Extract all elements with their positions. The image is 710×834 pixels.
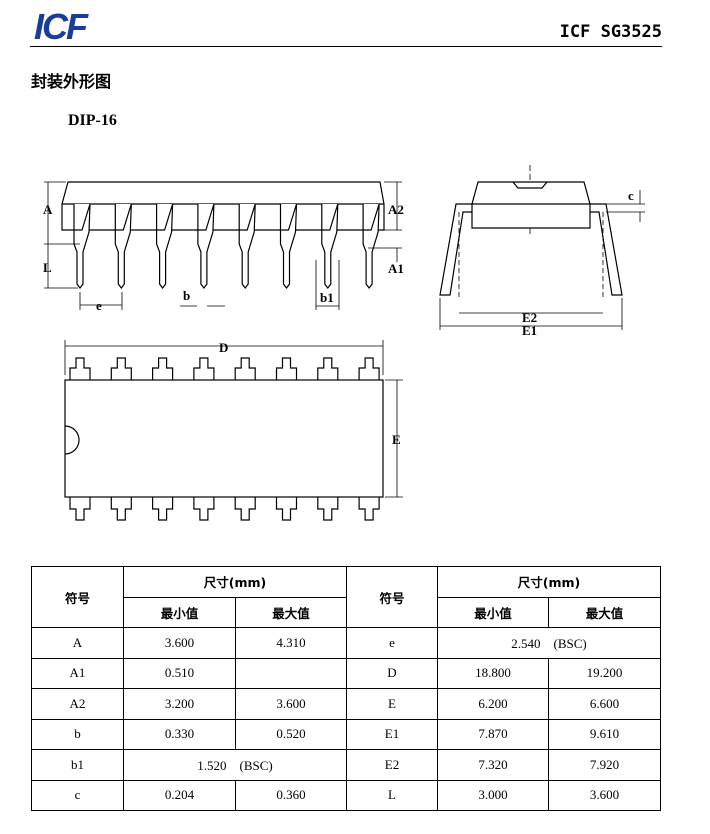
pin-top-bottom xyxy=(152,497,174,521)
header-divider xyxy=(30,46,662,47)
table-cell: 9.610 xyxy=(548,718,661,750)
table-cell: b xyxy=(31,718,124,750)
min-header: 最小值 xyxy=(123,596,236,628)
pin-top-bottom xyxy=(110,497,132,521)
company-logo: ICF xyxy=(34,6,88,47)
table-cell: L xyxy=(346,779,438,811)
min-header: 最小值 xyxy=(437,596,549,628)
max-header: 最大值 xyxy=(548,596,661,628)
label-A2: A2 xyxy=(388,202,404,217)
label-E1: E1 xyxy=(522,323,537,338)
table-cell: 7.920 xyxy=(548,749,661,781)
table-cell: 18.800 xyxy=(437,657,549,689)
table-cell: 7.870 xyxy=(437,718,549,750)
pin-top-top xyxy=(275,357,298,380)
table-cell: 0.330 xyxy=(123,718,236,750)
table-cell: A xyxy=(31,627,124,659)
size-header: 尺寸(mm) xyxy=(123,566,347,598)
table-cell: 4.310 xyxy=(235,627,347,659)
pin-top-bottom xyxy=(317,497,339,521)
label-A: A xyxy=(43,202,53,217)
size-header: 尺寸(mm) xyxy=(437,566,661,598)
pin-top-top xyxy=(234,357,256,380)
max-header: 最大值 xyxy=(235,596,347,628)
table-cell: c xyxy=(31,779,124,811)
table-cell: 3.600 xyxy=(123,627,236,659)
pin-top-top xyxy=(358,357,380,380)
table-cell: D xyxy=(346,657,438,689)
table-cell: 6.200 xyxy=(437,688,549,720)
side-view: A L A2 A1 e b b1 xyxy=(43,181,404,313)
label-L: L xyxy=(43,260,52,275)
table-cell: 3.000 xyxy=(437,779,549,811)
label-c: c xyxy=(628,188,634,203)
label-e: e xyxy=(96,298,102,313)
table-cell: A1 xyxy=(31,657,124,689)
table-cell: 3.600 xyxy=(548,779,661,811)
package-name: DIP-16 xyxy=(68,112,117,129)
pin-top-bottom xyxy=(358,497,380,521)
table-cell xyxy=(235,657,347,689)
table-cell: 0.204 xyxy=(123,779,236,811)
label-E2: E2 xyxy=(522,310,537,325)
symbol-header: 符号 xyxy=(346,566,438,628)
table-cell: 0.520 xyxy=(235,718,347,750)
label-b1: b1 xyxy=(320,290,334,305)
pin-top-bottom xyxy=(275,497,298,521)
label-b: b xyxy=(183,288,190,303)
table-cell: 1.520 (BSC) xyxy=(123,749,347,781)
table-cell: 0.360 xyxy=(235,779,347,811)
pin-top-top xyxy=(317,357,339,380)
pin-top-bottom xyxy=(69,497,91,521)
label-A1: A1 xyxy=(388,261,404,276)
table-cell: E1 xyxy=(346,718,438,750)
table-cell: 2.540 (BSC) xyxy=(437,627,661,659)
pin-side xyxy=(156,203,174,289)
pin-top-top xyxy=(110,357,132,380)
pin-top-bottom xyxy=(193,497,215,521)
end-view: E2 E1 c xyxy=(439,165,645,338)
pin-top-top xyxy=(69,357,91,380)
table-cell: 3.200 xyxy=(123,688,236,720)
label-D: D xyxy=(219,340,228,355)
table-cell: 7.320 xyxy=(437,749,549,781)
table-cell: b1 xyxy=(31,749,124,781)
top-view: D E xyxy=(64,340,403,521)
pin-top-top xyxy=(193,357,215,380)
label-E: E xyxy=(392,432,401,447)
table-cell: 0.510 xyxy=(123,657,236,689)
pin-side xyxy=(197,203,215,289)
table-cell: A2 xyxy=(31,688,124,720)
pin-side xyxy=(114,203,132,289)
section-title: 封装外形图 xyxy=(31,72,112,91)
document-title: ICF SG3525 xyxy=(559,22,662,42)
pin-side xyxy=(362,203,380,289)
table-cell: 19.200 xyxy=(548,657,661,689)
pin-top-bottom xyxy=(234,497,256,521)
symbol-header: 符号 xyxy=(31,566,124,628)
table-cell: 3.600 xyxy=(235,688,347,720)
table-cell: E xyxy=(346,688,438,720)
pin-side xyxy=(73,203,91,289)
pin-top-top xyxy=(152,357,174,380)
pin-side xyxy=(321,203,339,289)
pin-side xyxy=(238,203,256,289)
table-cell: 6.600 xyxy=(548,688,661,720)
table-cell: E2 xyxy=(346,749,438,781)
table-cell: e xyxy=(346,627,438,659)
package-outline-drawing: A L A2 A1 e b b1 E2 E1 c D xyxy=(43,165,645,521)
pin-side xyxy=(279,203,298,289)
